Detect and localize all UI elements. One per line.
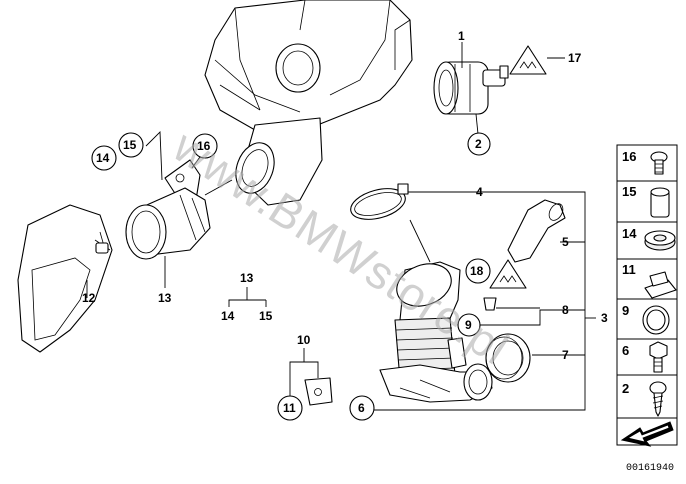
callout-7: 7 <box>562 348 569 362</box>
mass-air-flow-sensor <box>433 61 509 115</box>
vent-hose <box>507 199 566 263</box>
callout-13-group: 13 <box>240 271 254 285</box>
intake-duct <box>125 187 211 260</box>
hose-clamp <box>350 183 409 220</box>
warning-label <box>509 45 547 75</box>
callout-15-left: 15 <box>123 138 137 152</box>
sleeve-icon <box>650 187 670 218</box>
intake-silencer <box>379 261 493 403</box>
warning-label-2 <box>489 259 527 289</box>
callout-13: 13 <box>158 291 172 305</box>
callout-14-left: 14 <box>96 151 110 165</box>
air-filter-housing <box>204 0 413 206</box>
callout-11: 11 <box>283 401 296 415</box>
sidebar-num-15: 15 <box>622 184 636 199</box>
clip-nut-icon <box>644 271 677 299</box>
callout-3: 3 <box>601 311 608 325</box>
callouts: 1 2 17 15 14 16 12 13 13 14 15 10 11 4 5… <box>82 29 608 421</box>
sidebar-num-2: 2 <box>622 381 629 396</box>
callout-1: 1 <box>458 29 465 43</box>
grommet-icon <box>644 230 676 251</box>
sealing-ring <box>485 333 531 383</box>
sidebar-num-9: 9 <box>622 303 629 318</box>
direction-arrow-icon <box>620 421 674 447</box>
callout-4: 4 <box>476 185 483 199</box>
screw-icon <box>650 151 668 175</box>
callout-12: 12 <box>82 291 96 305</box>
callout-9: 9 <box>465 318 472 332</box>
callout-5: 5 <box>562 235 569 249</box>
sidebar-num-16: 16 <box>622 149 636 164</box>
hex-bolt-icon <box>649 341 668 373</box>
callout-2: 2 <box>475 137 482 151</box>
callout-14-group: 14 <box>221 309 235 323</box>
sidebar-num-6: 6 <box>622 343 629 358</box>
small-bracket <box>304 377 333 406</box>
o-ring-icon <box>642 305 670 335</box>
sidebar-num-11: 11 <box>622 262 636 277</box>
callout-6: 6 <box>358 401 365 415</box>
sidebar-num-14: 14 <box>622 226 637 241</box>
callout-18: 18 <box>470 264 484 278</box>
callout-15-group: 15 <box>259 309 273 323</box>
self-tapping-screw-icon <box>649 381 667 417</box>
callout-8: 8 <box>562 303 569 317</box>
watermark: www.BMWstore.pl <box>164 119 519 375</box>
leader-lines <box>86 42 596 411</box>
hardware-sidebar: 16 15 14 11 9 6 <box>616 144 678 447</box>
callout-10: 10 <box>297 333 311 347</box>
callout-17: 17 <box>568 51 582 65</box>
air-intake-scoop <box>17 204 113 353</box>
plug <box>483 297 497 311</box>
diagram-code: 00161940 <box>626 463 674 474</box>
callout-16: 16 <box>197 139 211 153</box>
